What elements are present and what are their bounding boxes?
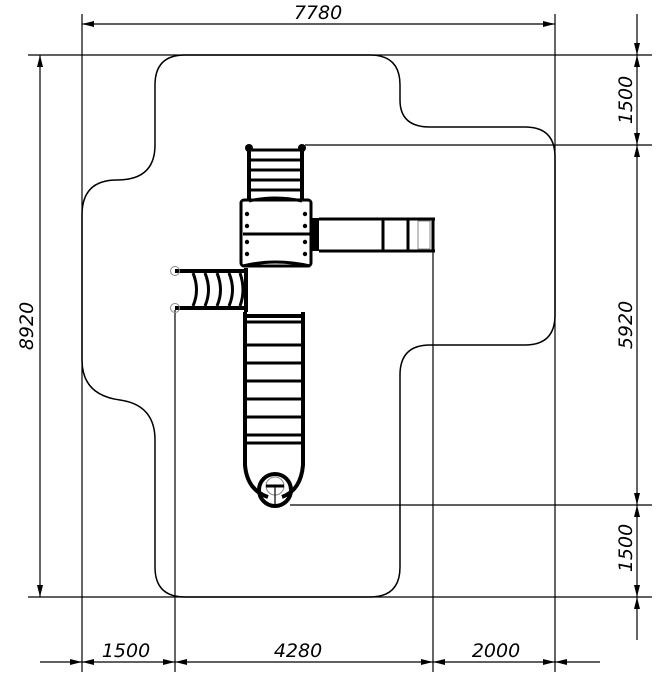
dim-overall-height: 8920 xyxy=(16,302,38,350)
dim-bottom-left: 1500 xyxy=(102,640,150,662)
left-steps xyxy=(170,266,248,313)
dimension-lines xyxy=(37,14,640,665)
play-structure xyxy=(170,144,435,508)
top-ladder xyxy=(245,144,306,200)
platform xyxy=(239,196,313,268)
dim-right-top: 1500 xyxy=(615,76,637,124)
dim-overall-width: 7780 xyxy=(294,2,342,24)
safety-zone-outline xyxy=(81,54,556,598)
dim-bottom-right: 2000 xyxy=(472,640,520,662)
long-ladder xyxy=(243,312,305,450)
right-slide xyxy=(311,217,435,253)
dim-right-middle: 5920 xyxy=(615,301,637,349)
dim-bottom-middle: 4280 xyxy=(274,640,322,662)
bottom-pole xyxy=(243,450,305,508)
dim-right-bottom: 1500 xyxy=(615,524,637,572)
extension-lines xyxy=(28,14,652,672)
